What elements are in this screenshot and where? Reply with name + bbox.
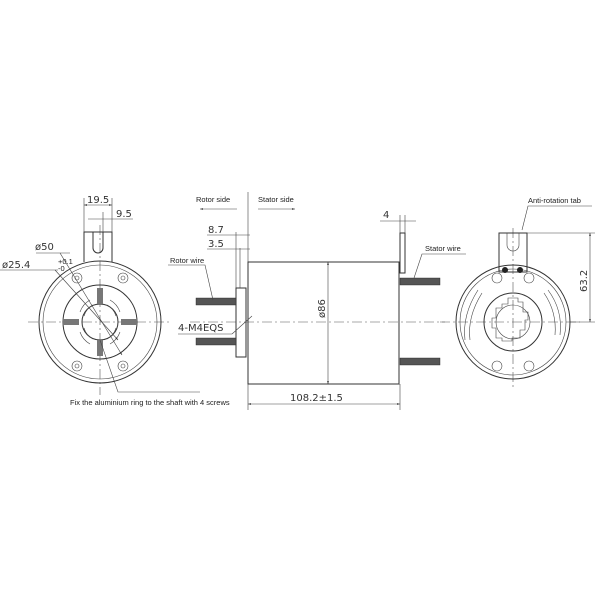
dim-bore-tol-lower: -0 xyxy=(58,264,65,273)
stator-wire-label: Stator wire xyxy=(425,244,461,253)
dim-tab-height: 63.2 xyxy=(579,270,590,292)
dim-length: 108.2±1.5 xyxy=(290,393,343,404)
rotor-wires xyxy=(195,297,237,346)
dim-body-diameter: ø86 xyxy=(317,299,328,318)
anti-rotation-tab-label: Anti-rotation tab xyxy=(528,196,581,205)
screw-hatches xyxy=(63,288,137,356)
stator-wires xyxy=(399,277,441,366)
dim-tab-width: 19.5 xyxy=(87,195,109,206)
dim-dia-bore: ø25.4 xyxy=(2,260,30,271)
dim-tab-offset: 9.5 xyxy=(116,209,132,220)
rotor-wire-label: Rotor wire xyxy=(170,256,204,265)
stator-tab xyxy=(399,232,406,274)
mounting-holes xyxy=(71,272,129,372)
dim-3-5: 3.5 xyxy=(208,239,224,250)
rotor-end-view: 19.5 9.5 ø50 ø25.4 +0.1 -0 Fix the alumi… xyxy=(0,195,230,407)
dim-8-7: 8.7 xyxy=(208,225,224,236)
rotor-side-label: Rotor side xyxy=(196,195,230,204)
rotor-flange xyxy=(235,287,247,358)
dim-dia-outer: ø50 xyxy=(35,242,54,253)
stator-mounting-holes xyxy=(491,272,535,372)
stator-end-view: Anti-rotation tab 63.2 xyxy=(440,196,595,390)
rotor-tab xyxy=(83,231,113,262)
body-cylinder xyxy=(247,261,400,385)
dim-stator-tab-thickness: 4 xyxy=(383,210,389,221)
side-view: Rotor side Stator side 8.7 3.5 Rotor wir… xyxy=(168,192,466,410)
fix-note: Fix the aluminium ring to the shaft with… xyxy=(70,398,230,407)
screws-label: 4-M4EQS xyxy=(178,323,224,334)
rotor-outer-circle xyxy=(38,260,162,384)
stator-side-label: Stator side xyxy=(258,195,294,204)
